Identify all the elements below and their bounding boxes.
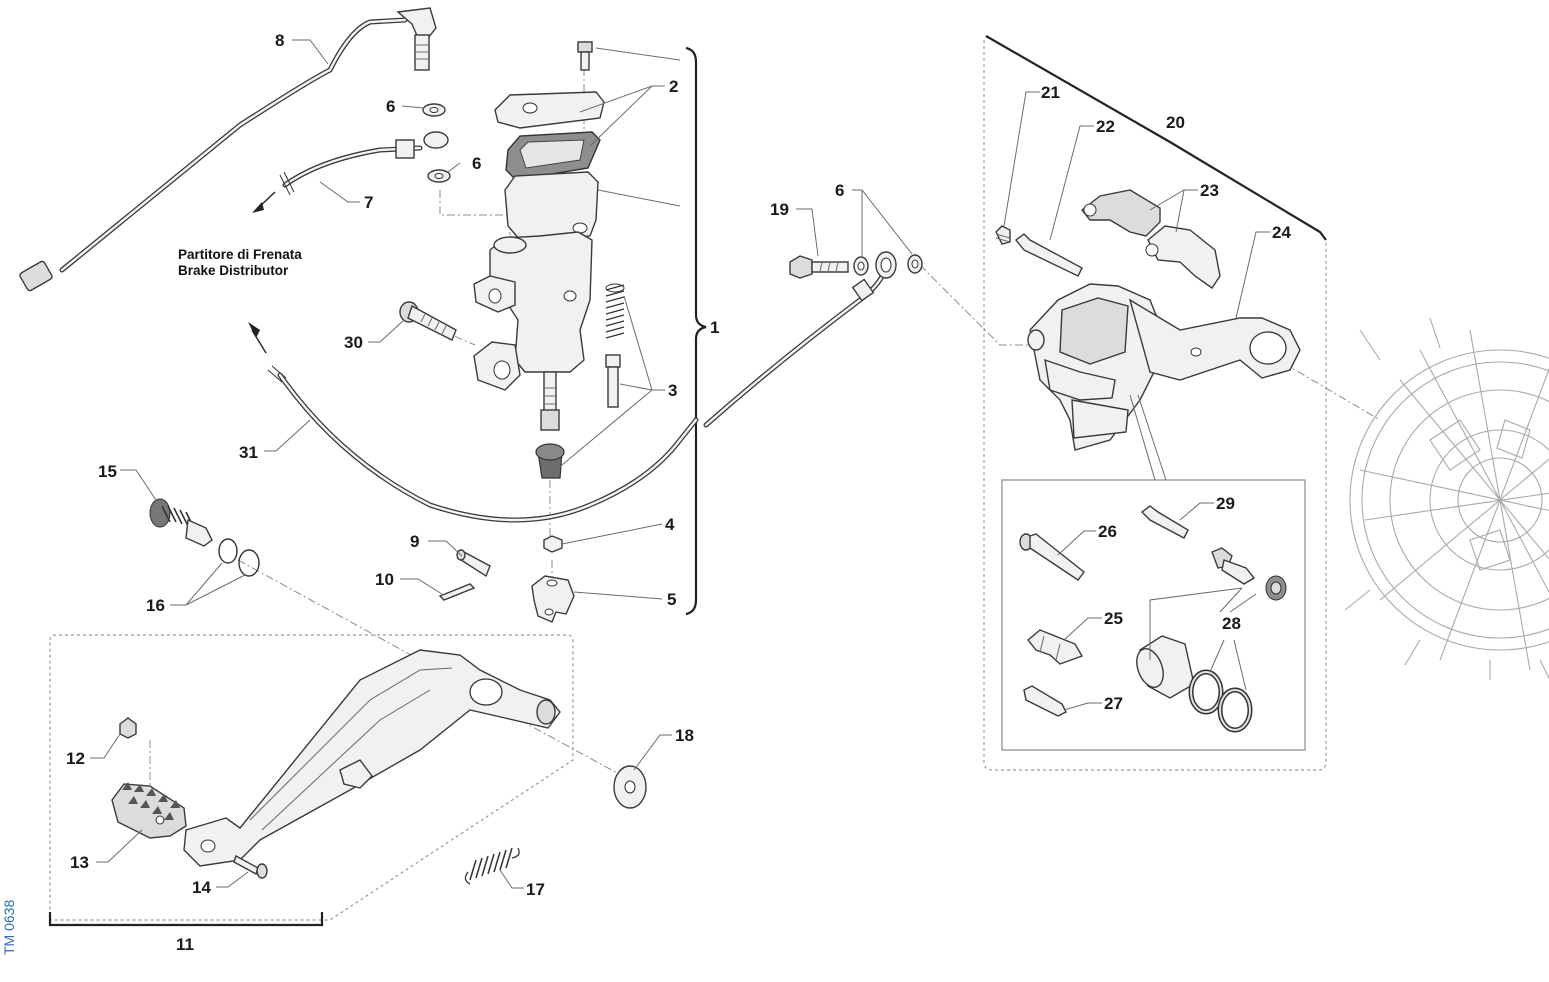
callout-15: 15 [98,462,117,481]
pedal-group-box [49,634,574,921]
seals-28 [1188,669,1253,733]
callout-2: 2 [669,77,678,96]
caption-line-2: Brake Distributor [178,263,289,278]
spring-3 [605,283,625,408]
slider-pin-28 [1211,547,1287,601]
callout-12: 12 [66,749,85,768]
callout-19: 19 [770,200,789,219]
caliper-carrier-24 [1128,298,1301,381]
callout-18: 18 [675,726,694,745]
callout-17: 17 [526,880,545,899]
callout-4: 4 [665,515,675,534]
callout-24: 24 [1272,223,1291,242]
figure-code: TM 0638 [1,900,17,955]
callout-1: 1 [710,318,719,337]
callout-21: 21 [1041,83,1060,102]
brake-pads-23 [1081,189,1221,289]
caliper-kit-box [1001,479,1306,751]
brake-pedal [183,649,561,867]
brake-line-31 [248,322,699,523]
callout-14: 14 [192,878,211,897]
caption-line-1: Partitore di Frenata [178,247,302,262]
callout-11: 11 [176,935,194,954]
nut-4 [543,535,563,553]
callout-9: 9 [410,532,419,551]
callout-28: 28 [1222,614,1241,633]
caliper-21-bleeder [995,225,1011,245]
callout-6c: 6 [835,181,844,200]
washer-16b [238,549,260,577]
callout-30: 30 [344,333,363,352]
callout-3: 3 [668,381,677,400]
callout-6a: 6 [386,97,395,116]
screw-14 [233,854,268,879]
brace-1 [685,46,707,616]
callout-16: 16 [146,596,165,615]
cotter-10 [438,583,476,601]
clevis-5 [531,575,575,623]
washer-16a [218,538,238,564]
callout-23: 23 [1200,181,1219,200]
callout-8: 8 [275,31,284,50]
master-cylinder [473,41,605,431]
brake-line-8 [19,7,437,292]
callout-25: 25 [1104,609,1123,628]
footpeg-tip-13 [111,782,187,839]
callout-5: 5 [667,590,676,609]
caliper-body [1027,283,1163,451]
callout-31: 31 [239,443,258,462]
return-spring-15 [149,498,213,547]
callout-26: 26 [1098,522,1117,541]
spring-17 [464,847,520,885]
callout-6b: 6 [472,154,481,173]
bleeder-29 [1140,505,1189,539]
rear-wheel-disc [1344,317,1549,680]
banjo-bolt-19 [789,255,849,279]
brake-line-7 [252,131,449,213]
piston-28 [1136,635,1195,699]
caliper-group-box [983,40,1327,771]
callout-29: 29 [1216,494,1235,513]
callout-20: 20 [1166,113,1185,132]
pin-26 [1019,533,1085,581]
callout-27: 27 [1104,694,1123,713]
callout-13: 13 [70,853,89,872]
rubber-boot [535,443,565,479]
pin-22 [1015,233,1083,277]
callout-7: 7 [364,193,373,212]
pad-retainer-27 [1023,685,1067,717]
brace-20 [985,35,1327,241]
callout-10: 10 [375,570,394,589]
callout-22: 22 [1096,117,1115,136]
brace-11 [48,912,324,927]
pin-9 [456,549,491,578]
brake-line-caliper [703,265,889,428]
spring-clip-25 [1027,629,1084,665]
bolt-30 [399,301,457,341]
nut-12 [119,717,137,739]
washer-18 [613,765,647,809]
